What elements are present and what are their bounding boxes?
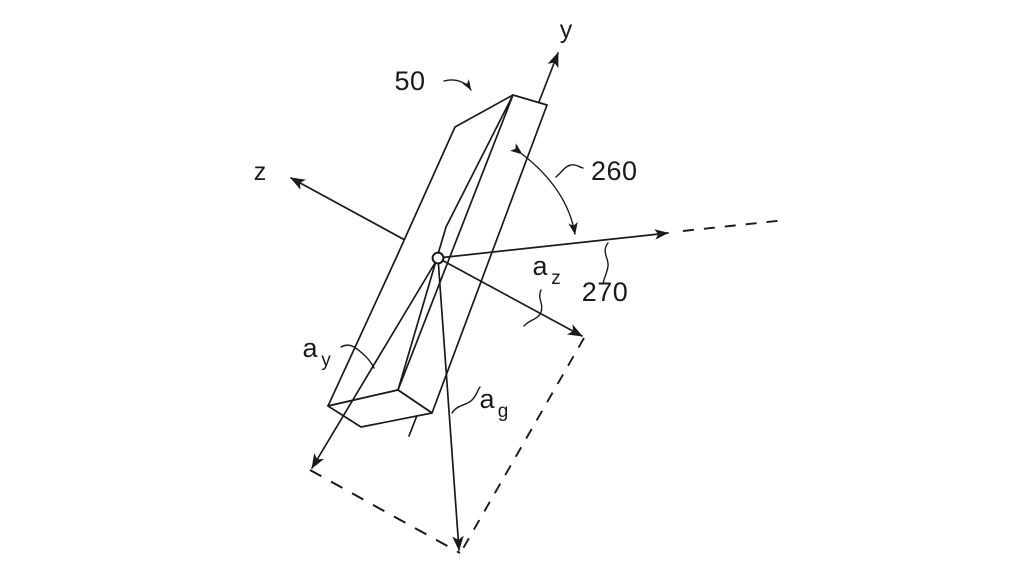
angle-260-arc <box>510 143 578 235</box>
az-label: a <box>532 251 548 281</box>
parallelogram-edge-az-to-ag <box>460 337 585 553</box>
origin-marker <box>431 251 445 265</box>
parallelogram-edge-ay-to-ag <box>309 469 461 554</box>
vector-ag: a g <box>437 257 509 552</box>
horizontal-reference-line <box>437 219 787 259</box>
ay-arrow <box>311 257 439 469</box>
callout-260-leader <box>555 164 584 178</box>
az-leader-line <box>523 289 543 327</box>
ag-label: a <box>479 384 495 414</box>
y-axis-label: y <box>560 16 573 44</box>
callout-50-leader <box>443 79 472 91</box>
angle-arc-260: 260 <box>510 143 638 235</box>
reference-line-dashed <box>682 219 787 232</box>
vector-parallelogram <box>309 337 585 554</box>
vector-ay: a y <box>302 257 439 469</box>
callout-270-leader <box>602 242 609 285</box>
device-bottom-face <box>327 389 433 428</box>
az-label-subscript: z <box>551 268 561 289</box>
ag-label-subscript: g <box>498 401 509 422</box>
ag-arrow <box>437 257 464 552</box>
vector-az: a z <box>437 251 583 337</box>
ay-leader-line <box>340 344 375 369</box>
z-axis-label: z <box>254 158 267 186</box>
callout-50-label: 50 <box>394 66 425 96</box>
callout-50: 50 <box>394 66 472 96</box>
az-arrow <box>437 257 583 337</box>
ag-leader-line <box>451 386 481 414</box>
callout-270-label: 270 <box>582 277 629 307</box>
ay-label: a <box>302 333 318 363</box>
reference-line-solid <box>437 229 669 259</box>
callout-270: 270 <box>582 242 629 307</box>
ay-label-subscript: y <box>321 350 331 371</box>
callout-260-label: 260 <box>591 156 638 186</box>
